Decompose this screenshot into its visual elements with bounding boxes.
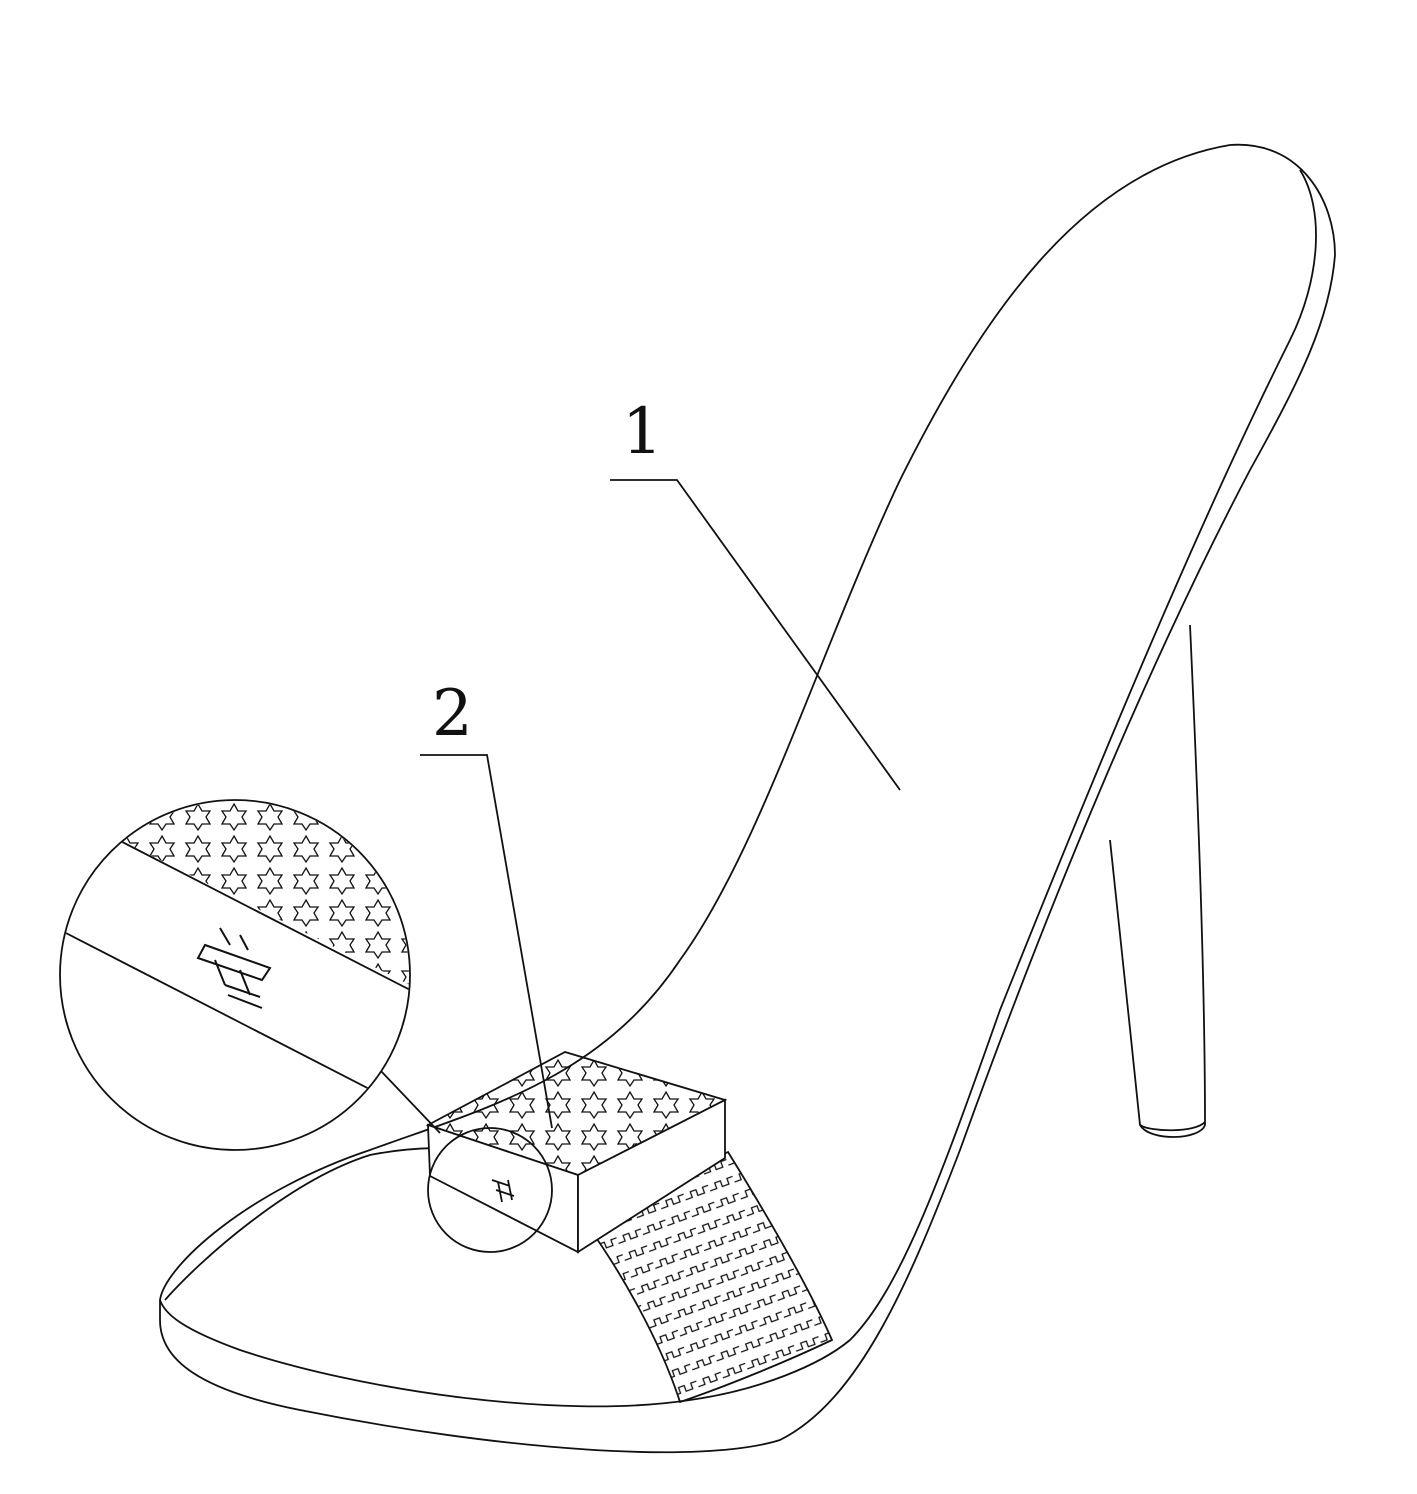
detail-circle-small (427, 1127, 553, 1253)
leader-line-1 (610, 479, 901, 791)
leader-line-2 (420, 754, 553, 1129)
heel (1109, 624, 1206, 1138)
zigzag-strap (583, 1150, 834, 1404)
insole-line (159, 169, 1317, 1408)
connector-icon (491, 1179, 515, 1203)
part-label-1: 1 (622, 395, 663, 469)
part-label-2: 2 (432, 677, 473, 751)
connector-icon-enlarged (196, 927, 272, 1009)
enlarged-detail-view (59, 799, 411, 1151)
buckle-box (425, 1051, 728, 1254)
